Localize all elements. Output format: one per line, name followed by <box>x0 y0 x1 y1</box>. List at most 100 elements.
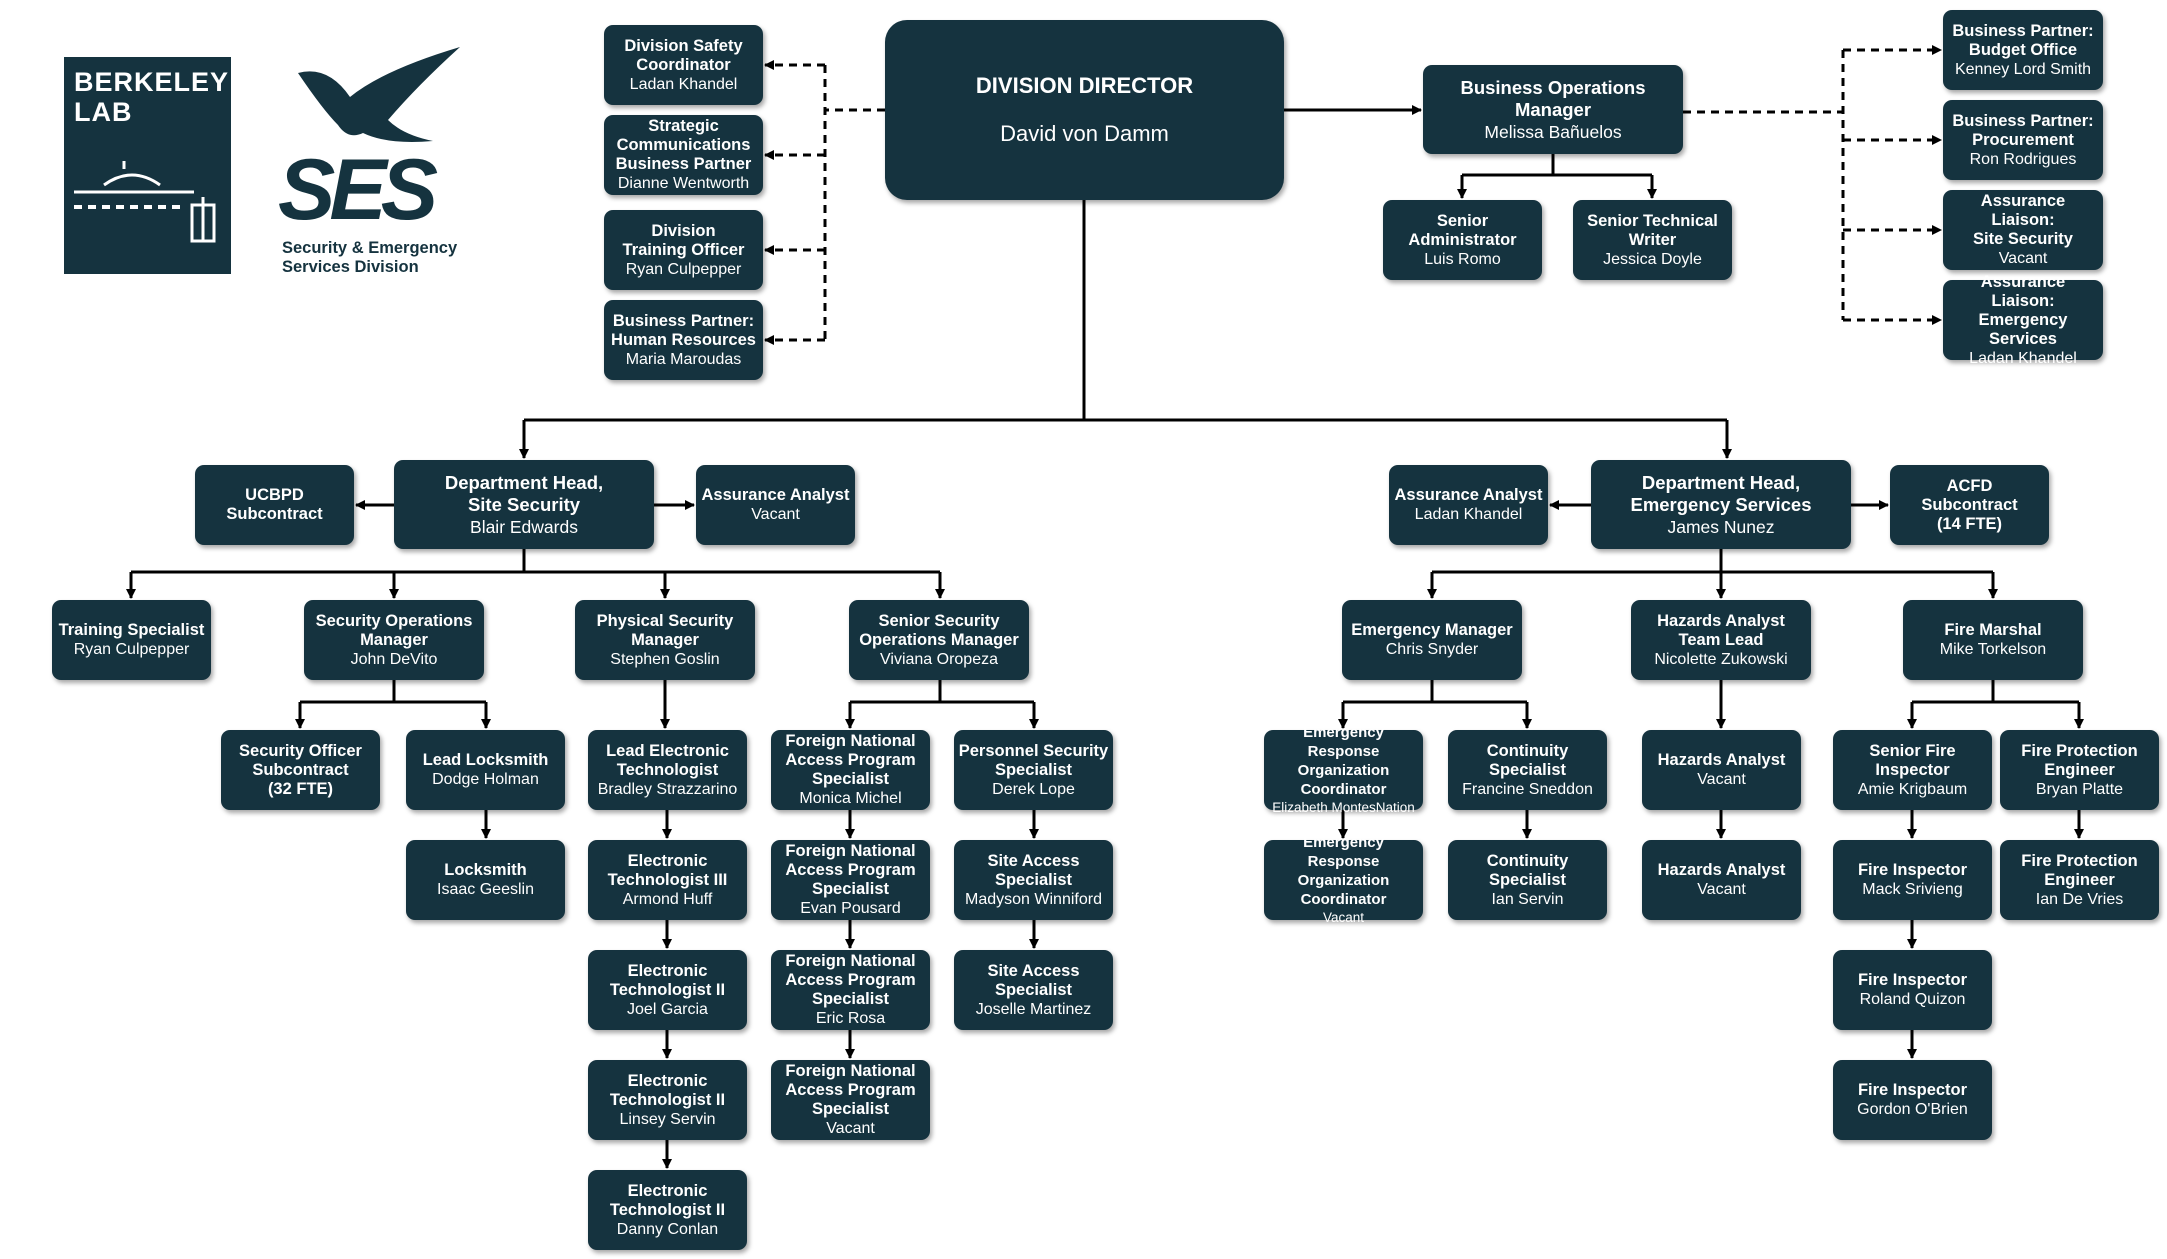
box-title: Fire Inspector <box>1857 1081 1968 1099</box>
fire-inspector-box[interactable]: Fire Inspector Mack Srivieng <box>1833 840 1992 920</box>
security-operations-manager-box[interactable]: Security Operations Manager John DeVito <box>304 600 484 680</box>
box-title: Lead Electronic Technologist <box>606 741 729 779</box>
dept-head-emergency-services-box[interactable]: Department Head, Emergency Services Jame… <box>1591 460 1851 549</box>
staff-box-hr[interactable]: Business Partner: Human Resources Maria … <box>604 300 763 380</box>
box-name: Ian De Vries <box>2035 890 2124 908</box>
senior-fire-inspector-box[interactable]: Senior Fire Inspector Amie Krigbaum <box>1833 730 1992 810</box>
box-name: Jessica Doyle <box>1603 250 1702 268</box>
box-title: Department Head, Emergency Services <box>1630 471 1812 515</box>
staff-title: Division Safety Coordinator <box>624 36 743 74</box>
dept-head-site-security-box[interactable]: Department Head, Site Security Blair Edw… <box>394 460 654 549</box>
partner-budget-box[interactable]: Business Partner: Budget Office Kenney L… <box>1943 10 2103 90</box>
fire-marshal-box[interactable]: Fire Marshal Mike Torkelson <box>1903 600 2083 680</box>
staff-name: Ryan Culpepper <box>625 260 742 278</box>
liaison-site-security-box[interactable]: Assurance Liaison: Site Security Vacant <box>1943 190 2103 270</box>
fire-inspector-box[interactable]: Fire Inspector Roland Quizon <box>1833 950 1992 1030</box>
site-access-specialist-box[interactable]: Site Access Specialist Madyson Winniford <box>954 840 1113 920</box>
personnel-security-specialist-box[interactable]: Personnel Security Specialist Derek Lope <box>954 730 1113 810</box>
acfd-subcontract-box[interactable]: ACFD Subcontract (14 FTE) <box>1890 465 2049 545</box>
continuity-specialist-box[interactable]: Continuity Specialist Francine Sneddon <box>1448 730 1607 810</box>
box-name: Vacant <box>826 1120 875 1137</box>
box-name: Armond Huff <box>622 890 713 908</box>
box-title: Fire Marshal <box>1944 621 2042 639</box>
lead-locksmith-box[interactable]: Lead Locksmith Dodge Holman <box>406 730 565 810</box>
box-title: Continuity Specialist <box>1486 741 1569 779</box>
staff-title: Division Training Officer <box>622 221 745 259</box>
hazards-analyst-box[interactable]: Hazards Analyst Vacant <box>1642 840 1801 920</box>
staff-box-training[interactable]: Division Training Officer Ryan Culpepper <box>604 210 763 290</box>
box-name: Gordon O'Brien <box>1857 1101 1968 1118</box>
director-name: David von Damm <box>1000 121 1169 146</box>
assurance-analyst-emergency-services-box[interactable]: Assurance Analyst Ladan Khandel <box>1389 465 1548 545</box>
box-name: Vacant <box>1697 771 1746 788</box>
ero-coordinator-box[interactable]: Emergency Response Organization Coordina… <box>1264 724 1423 815</box>
ses-logo: SES Security & Emergency Services Divisi… <box>278 45 478 285</box>
box-name: Roland Quizon <box>1859 991 1966 1008</box>
box-title: Business Partner: Budget Office <box>1952 21 2094 59</box>
director-box[interactable]: DIVISION DIRECTOR David von Damm <box>885 20 1284 200</box>
box-name: Linsey Servin <box>619 1110 716 1128</box>
ero-coordinator-box[interactable]: Emergency Response Organization Coordina… <box>1264 834 1423 925</box>
ucbpd-subcontract-box[interactable]: UCBPD Subcontract <box>195 465 354 545</box>
site-access-specialist-box[interactable]: Site Access Specialist Joselle Martinez <box>954 950 1113 1030</box>
fnap-specialist-box[interactable]: Foreign National Access Program Speciali… <box>771 730 930 810</box>
business-ops-manager-box[interactable]: Business Operations Manager Melissa Bañu… <box>1423 65 1683 154</box>
security-officer-subcontract-box[interactable]: Security Officer Subcontract (32 FTE) <box>221 730 380 810</box>
box-title: Assurance Analyst <box>1394 486 1543 504</box>
assurance-analyst-site-security-box[interactable]: Assurance Analyst Vacant <box>696 465 855 545</box>
senior-security-operations-manager-box[interactable]: Senior Security Operations Manager Vivia… <box>849 600 1029 680</box>
fnap-specialist-box[interactable]: Foreign National Access Program Speciali… <box>771 840 930 920</box>
box-name: Dodge Holman <box>432 771 539 788</box>
fire-protection-engineer-box[interactable]: Fire Protection Engineer Bryan Platte <box>2000 730 2159 810</box>
box-title: UCBPD Subcontract <box>226 486 323 523</box>
fire-protection-engineer-box[interactable]: Fire Protection Engineer Ian De Vries <box>2000 840 2159 920</box>
box-title: Emergency Response Organization Coordina… <box>1297 724 1390 798</box>
director-title: DIVISION DIRECTOR <box>975 73 1194 98</box>
hazards-analyst-team-lead-box[interactable]: Hazards Analyst Team Lead Nicolette Zuko… <box>1631 600 1811 680</box>
electronic-technologist-ii-box[interactable]: Electronic Technologist II Joel Garcia <box>588 950 747 1030</box>
hazards-analyst-box[interactable]: Hazards Analyst Vacant <box>1642 730 1801 810</box>
box-title: Fire Protection Engineer <box>2021 741 2138 779</box>
fnap-specialist-box[interactable]: Foreign National Access Program Speciali… <box>771 1060 930 1140</box>
senior-administrator-box[interactable]: Senior Administrator Luis Romo <box>1383 200 1542 280</box>
liaison-emergency-services-box[interactable]: Assurance Liaison: Emergency Services La… <box>1943 273 2103 367</box>
fnap-specialist-box[interactable]: Foreign National Access Program Speciali… <box>771 950 930 1030</box>
box-name: Joselle Martinez <box>975 1000 1092 1018</box>
staff-box-communications[interactable]: Strategic Communications Business Partne… <box>604 115 763 195</box>
berkeley-lab-logo: BERKELEY LAB <box>64 57 231 274</box>
box-title: Site Access Specialist <box>987 851 1080 889</box>
box-name: Ladan Khandel <box>1969 349 2077 367</box>
box-title: Hazards Analyst <box>1657 861 1786 879</box>
box-title: Business Operations Manager <box>1460 76 1646 120</box>
fire-inspector-box[interactable]: Fire Inspector Gordon O'Brien <box>1833 1060 1992 1140</box>
continuity-specialist-box[interactable]: Continuity Specialist Ian Servin <box>1448 840 1607 920</box>
box-title: Electronic Technologist III <box>607 851 728 889</box>
emergency-manager-box[interactable]: Emergency Manager Chris Snyder <box>1342 600 1522 680</box>
box-name: Vacant <box>1322 910 1365 925</box>
electronic-technologist-iii-box[interactable]: Electronic Technologist III Armond Huff <box>588 840 747 920</box>
box-name: Monica Michel <box>799 790 902 807</box>
box-name: Danny Conlan <box>616 1220 719 1238</box>
electronic-technologist-ii-box[interactable]: Electronic Technologist II Linsey Servin <box>588 1060 747 1140</box>
box-title: Foreign National Access Program Speciali… <box>785 1062 916 1118</box>
training-specialist-box[interactable]: Training Specialist Ryan Culpepper <box>52 600 211 680</box>
staff-box-safety[interactable]: Division Safety Coordinator Ladan Khande… <box>604 25 763 105</box>
electronic-technologist-ii-box[interactable]: Electronic Technologist II Danny Conlan <box>588 1170 747 1250</box>
box-name: Derek Lope <box>992 780 1075 798</box>
box-name: James Nunez <box>1667 516 1775 537</box>
box-name: Francine Sneddon <box>1462 780 1593 798</box>
lead-electronic-technologist-box[interactable]: Lead Electronic Technologist Bradley Str… <box>588 730 747 810</box>
box-name: John DeVito <box>350 650 438 668</box>
physical-security-manager-box[interactable]: Physical Security Manager Stephen Goslin <box>575 600 755 680</box>
locksmith-box[interactable]: Locksmith Isaac Geeslin <box>406 840 565 920</box>
box-name: Kenney Lord Smith <box>1954 60 2092 78</box>
senior-technical-writer-box[interactable]: Senior Technical Writer Jessica Doyle <box>1573 200 1732 280</box>
box-name: Bradley Strazzarino <box>597 780 738 798</box>
box-name: Joel Garcia <box>627 1000 708 1018</box>
partner-procurement-box[interactable]: Business Partner: Procurement Ron Rodrig… <box>1943 100 2103 180</box>
box-name: Evan Pousard <box>800 900 901 917</box>
ses-subtitle: Security & Emergency Services Division <box>282 239 458 276</box>
staff-title: Business Partner: Human Resources <box>611 311 756 349</box>
